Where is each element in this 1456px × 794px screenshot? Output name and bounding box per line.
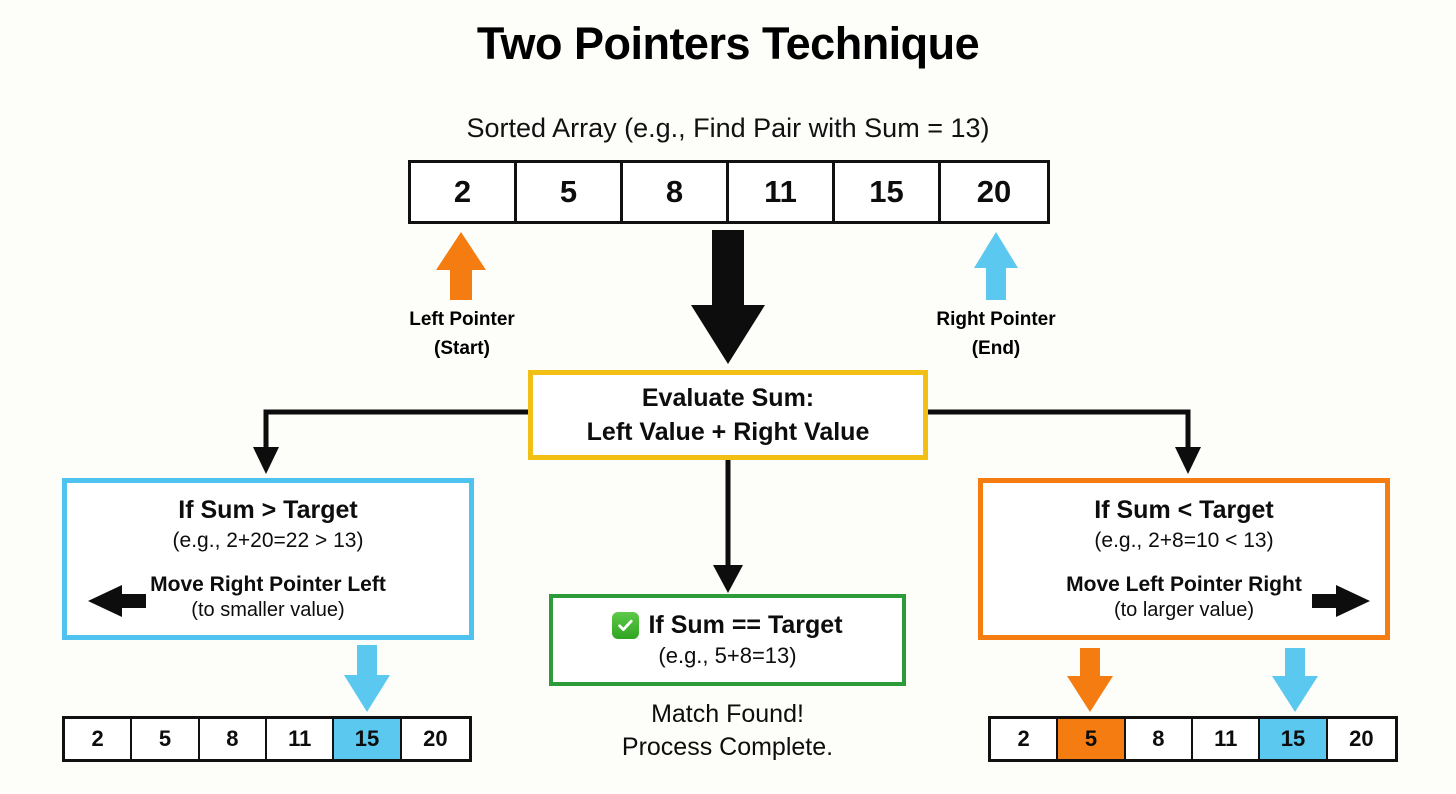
flow-arrow-down-icon <box>691 230 765 364</box>
array-cell: 5 <box>132 719 200 759</box>
right-pointer-label: Right Pointer (End) <box>906 305 1086 364</box>
array-cell: 8 <box>623 163 729 221</box>
left-branch-result-array: 2 5 8 11 15 20 <box>62 716 472 762</box>
evaluate-sum-box: Evaluate Sum: Left Value + Right Value <box>528 370 928 460</box>
right-branch-example: (e.g., 2+8=10 < 13) <box>1094 529 1274 552</box>
right-branch-title: If Sum < Target <box>1094 496 1274 524</box>
array-cell-highlighted: 15 <box>1260 719 1328 759</box>
array-cell: 2 <box>65 719 133 759</box>
array-caption: Sorted Array (e.g., Find Pair with Sum =… <box>466 113 990 143</box>
result-line2: Process Complete. <box>621 733 834 761</box>
array-cell-highlighted: 5 <box>1058 719 1126 759</box>
match-box-title-row: If Sum == Target <box>553 611 902 640</box>
right-branch-sub: (to larger value) <box>1113 599 1255 621</box>
array-cell: 11 <box>1193 719 1261 759</box>
array-cell: 20 <box>941 163 1047 221</box>
evaluate-box-line1: Evaluate Sum: <box>641 383 815 412</box>
result-line1: Match Found! <box>651 700 804 728</box>
right-branch-left-pointer-arrow-down-icon <box>1067 648 1113 712</box>
left-branch-example: (e.g., 2+20=22 > 13) <box>172 529 364 552</box>
connector-evaluate-to-match <box>713 460 743 593</box>
connector-evaluate-to-right-branch <box>928 409 1201 474</box>
array-cell: 5 <box>517 163 623 221</box>
left-pointer-arrow-up-icon <box>436 232 486 300</box>
right-branch-right-pointer-arrow-down-icon <box>1272 648 1318 712</box>
right-pointer-arrow-up-icon <box>974 232 1018 300</box>
array-cell: 2 <box>991 719 1059 759</box>
left-pointer-label-line2: (Start) <box>434 338 490 360</box>
check-mark-button-icon <box>612 612 640 639</box>
array-cell: 20 <box>401 719 470 759</box>
left-branch-action: Move Right Pointer Left <box>150 573 386 596</box>
match-box-title: If Sum == Target <box>648 611 843 639</box>
array-cell: 8 <box>199 719 268 759</box>
left-branch-pointer-arrow-down-icon <box>344 645 390 712</box>
page-title: Two Pointers Technique <box>476 18 980 69</box>
array-cell: 15 <box>835 163 941 221</box>
left-pointer-label-line1: Left Pointer <box>409 309 515 330</box>
branch-box-sum-equals-target: If Sum == Target (e.g., 5+8=13) <box>549 594 906 686</box>
evaluate-box-line2: Left Value + Right Value <box>586 418 870 446</box>
array-cell: 8 <box>1125 719 1194 759</box>
right-branch-action: Move Left Pointer Right <box>1066 573 1302 596</box>
left-branch-sub: (to smaller value) <box>191 599 345 621</box>
left-branch-title: If Sum > Target <box>178 496 358 524</box>
left-pointer-label: Left Pointer (Start) <box>372 305 552 364</box>
array-cell: 2 <box>411 163 517 221</box>
match-box-example: (e.g., 5+8=13) <box>658 643 797 668</box>
main-array: 2 5 8 11 15 20 <box>408 160 1050 224</box>
array-cell: 11 <box>267 719 335 759</box>
right-branch-result-array: 2 5 8 11 15 20 <box>988 716 1398 762</box>
array-cell: 11 <box>729 163 835 221</box>
branch-box-sum-less-than-target: If Sum < Target (e.g., 2+8=10 < 13) Move… <box>978 478 1390 640</box>
connector-evaluate-to-left-branch <box>253 409 528 474</box>
result-text: Match Found! Process Complete. <box>549 698 906 764</box>
branch-box-sum-greater-than-target: If Sum > Target (e.g., 2+20=22 > 13) Mov… <box>62 478 474 640</box>
right-pointer-label-line1: Right Pointer <box>936 309 1056 330</box>
right-pointer-label-line2: (End) <box>971 338 1021 360</box>
array-cell-highlighted: 15 <box>334 719 402 759</box>
array-cell: 20 <box>1327 719 1396 759</box>
